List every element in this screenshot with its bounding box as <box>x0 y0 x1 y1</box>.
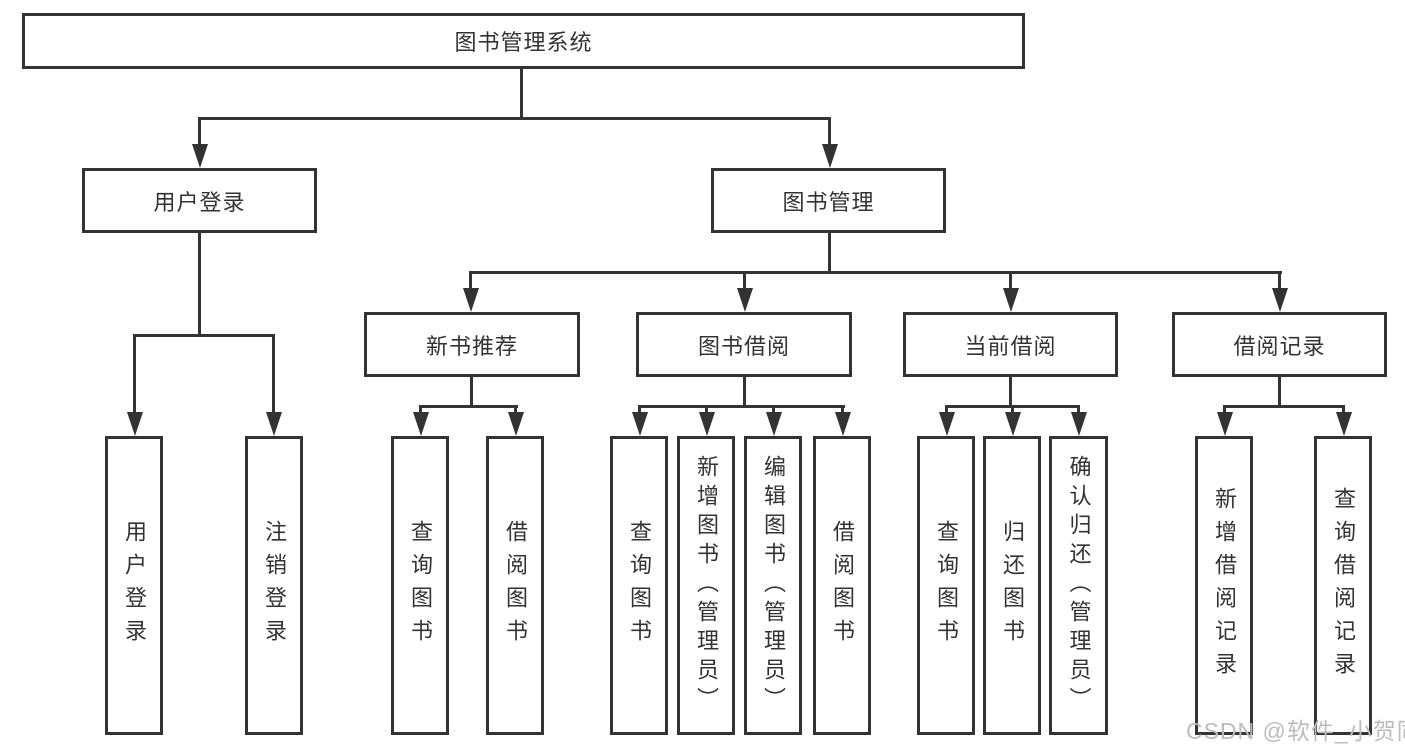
leaf-logout: 注销登录 <box>245 436 303 735</box>
arrow-down-icon <box>1071 412 1087 436</box>
connector-line <box>743 271 746 292</box>
connector-line <box>828 233 831 274</box>
leaf-label: 新增图书（管理员） <box>694 455 719 716</box>
node-book-management: 图书管理 <box>711 168 946 233</box>
connector-line <box>1342 405 1345 416</box>
watermark-text: CSDN @软件_小贺同学 <box>1186 718 1405 744</box>
connector-line <box>198 117 831 120</box>
arrow-down-icon <box>939 412 955 436</box>
arrow-down-icon <box>1217 412 1233 436</box>
node-book-borrow: 图书借阅 <box>636 312 852 377</box>
leaf-add-books-admin: 新增图书（管理员） <box>677 436 735 735</box>
connector-line <box>520 67 523 119</box>
node-user-login: 用户登录 <box>82 168 317 233</box>
leaf-label: 用户登录 <box>122 519 147 652</box>
connector-line <box>1009 377 1012 408</box>
connector-line <box>133 334 275 337</box>
connector-line <box>1223 405 1345 408</box>
arrow-down-icon <box>699 412 715 436</box>
leaf-query-books-current: 查询图书 <box>917 436 975 735</box>
leaf-label: 查询图书 <box>408 519 433 652</box>
arrow-down-icon <box>266 412 282 436</box>
connector-line <box>705 405 708 416</box>
node-label: 新书推荐 <box>425 333 518 359</box>
leaf-borrow-books-2: 借阅图书 <box>813 436 871 735</box>
connector-line <box>470 377 473 408</box>
leaf-edit-books-admin: 编辑图书（管理员） <box>744 436 802 735</box>
node-label: 图书管理 <box>782 189 875 215</box>
connector-line <box>514 405 517 416</box>
arrow-down-icon <box>737 288 753 312</box>
connector-line <box>945 405 948 416</box>
connector-line <box>1009 271 1012 292</box>
arrow-down-icon <box>1003 288 1019 312</box>
arrow-down-icon <box>508 412 524 436</box>
connector-line <box>198 117 201 148</box>
connector-line <box>198 233 201 337</box>
leaf-confirm-return-admin: 确认归还（管理员） <box>1049 436 1108 735</box>
leaf-query-borrow-record: 查询借阅记录 <box>1314 436 1372 735</box>
connector-line <box>1223 405 1226 416</box>
node-label: 图书借阅 <box>697 333 790 359</box>
connector-line <box>638 405 845 408</box>
arrow-down-icon <box>463 288 479 312</box>
leaf-query-books-borrow: 查询图书 <box>610 436 668 735</box>
arrow-down-icon <box>822 144 838 168</box>
leaf-label: 注销登录 <box>262 519 287 652</box>
arrow-down-icon <box>835 412 851 436</box>
leaf-query-books-recommend: 查询图书 <box>391 436 449 735</box>
connector-line <box>419 405 518 408</box>
arrow-down-icon <box>413 412 429 436</box>
leaf-label: 借阅图书 <box>503 519 528 652</box>
node-label: 用户登录 <box>153 189 246 215</box>
leaf-return-books: 归还图书 <box>983 436 1041 735</box>
connector-line <box>272 334 275 416</box>
connector-line <box>469 271 472 292</box>
connector-line <box>772 405 775 416</box>
node-borrow-records: 借阅记录 <box>1172 312 1387 377</box>
node-label: 图书管理系统 <box>454 30 593 55</box>
leaf-add-borrow-record: 新增借阅记录 <box>1195 436 1253 735</box>
connector-line <box>638 405 641 416</box>
connector-line <box>743 377 746 408</box>
leaf-label: 查询借阅记录 <box>1331 486 1356 685</box>
node-new-book-recommend: 新书推荐 <box>364 312 580 377</box>
leaf-label: 归还图书 <box>1000 519 1025 652</box>
node-label: 借阅记录 <box>1233 333 1326 359</box>
leaf-label: 确认归还（管理员） <box>1066 455 1092 716</box>
arrow-down-icon <box>192 144 208 168</box>
connector-line <box>1278 377 1281 408</box>
connector-line <box>1278 271 1281 292</box>
node-root: 图书管理系统 <box>22 13 1025 69</box>
leaf-label: 查询图书 <box>934 519 959 652</box>
leaf-borrow-books-recommend: 借阅图书 <box>486 436 544 735</box>
arrow-down-icon <box>766 412 782 436</box>
arrow-down-icon <box>632 412 648 436</box>
arrow-down-icon <box>1336 412 1352 436</box>
arrow-down-icon <box>1272 288 1288 312</box>
connector-line <box>419 405 422 416</box>
connector-line <box>1011 405 1014 416</box>
connector-line <box>828 117 831 148</box>
connector-line <box>133 334 136 416</box>
connector-line <box>841 405 844 416</box>
leaf-user-login: 用户登录 <box>105 436 163 735</box>
leaf-label: 查询图书 <box>627 519 652 652</box>
arrow-down-icon <box>1005 412 1021 436</box>
leaf-label: 编辑图书（管理员） <box>761 455 786 716</box>
node-current-borrow: 当前借阅 <box>903 312 1118 377</box>
leaf-label: 借阅图书 <box>830 519 855 652</box>
connector-line <box>1077 405 1080 416</box>
node-label: 当前借阅 <box>964 333 1057 359</box>
leaf-label: 新增借阅记录 <box>1212 486 1237 685</box>
arrow-down-icon <box>127 412 143 436</box>
connector-line <box>469 271 1282 274</box>
